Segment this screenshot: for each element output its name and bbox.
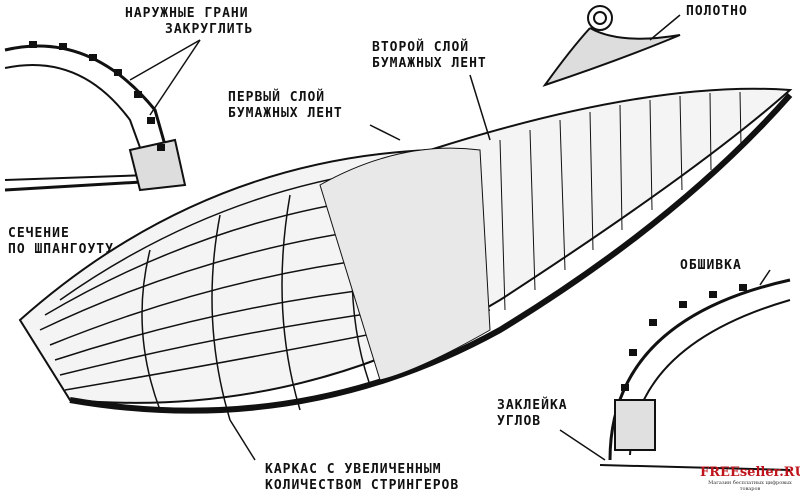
watermark-title: FREEseller.RU — [700, 465, 800, 480]
label-skin: ОБШИВКА — [680, 258, 742, 273]
label-line: ПЕРВЫЙ СЛОЙ — [228, 90, 326, 105]
cloth-roll — [542, 5, 681, 87]
frame-section-top-left — [4, 41, 187, 192]
label-cloth: ПОЛОТНО — [686, 4, 748, 19]
label-line: ПО ШПАНГОУТУ — [8, 242, 114, 257]
label-line: УГЛОВ — [497, 414, 542, 429]
watermark: FREEseller.RU Магазин бесплатных цифровы… — [700, 465, 800, 492]
frame-section-bottom-right — [599, 278, 791, 471]
leader-lines — [129, 14, 771, 461]
label-line: НАРУЖНЫЕ ГРАНИ — [125, 6, 249, 21]
label-line: СЕЧЕНИЕ — [8, 226, 70, 241]
label-line: КОЛИЧЕСТВОМ СТРИНГЕРОВ — [265, 478, 460, 493]
label-line: БУМАЖНЫХ ЛЕНТ — [372, 56, 487, 71]
watermark-subtitle: Магазин бесплатных цифровых товаров — [708, 480, 792, 492]
label-line: КАРКАС С УВЕЛИЧЕННЫМ — [265, 462, 442, 477]
label-line: ЗАКРУГЛИТЬ — [165, 22, 254, 37]
hull — [18, 87, 793, 421]
label-line: ВТОРОЙ СЛОЙ — [372, 40, 470, 55]
label-line: БУМАЖНЫХ ЛЕНТ — [228, 106, 343, 121]
label-line: ЗАКЛЕЙКА — [497, 398, 568, 413]
